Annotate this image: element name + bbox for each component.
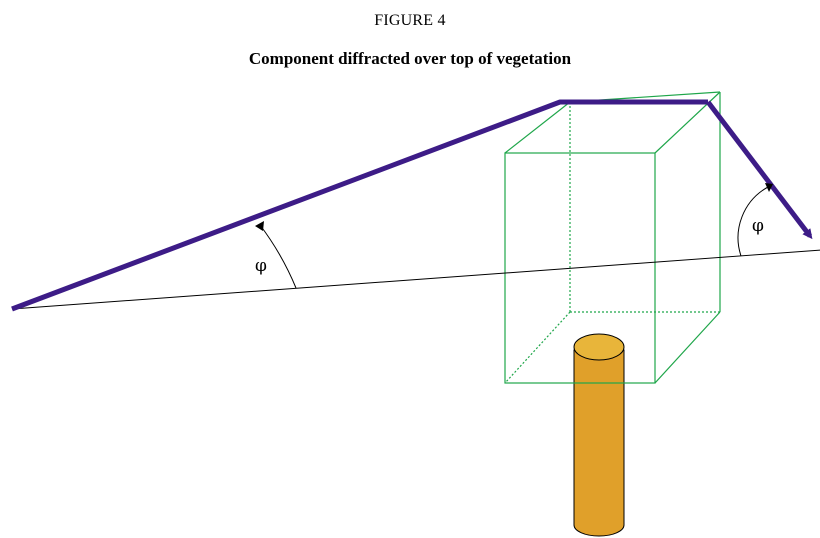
- figure-title: Component diffracted over top of vegetat…: [248, 49, 572, 68]
- angle-phi-left: φ: [255, 256, 267, 276]
- baseline-line: [11, 249, 820, 310]
- diffracted-ray: [11, 99, 813, 312]
- tree-trunk: [573, 333, 625, 537]
- left-angle-arc: [255, 221, 297, 289]
- right-angle-arc: [737, 183, 773, 257]
- angle-phi-right: φ: [752, 216, 764, 236]
- figure-label: FIGURE 4: [374, 12, 446, 29]
